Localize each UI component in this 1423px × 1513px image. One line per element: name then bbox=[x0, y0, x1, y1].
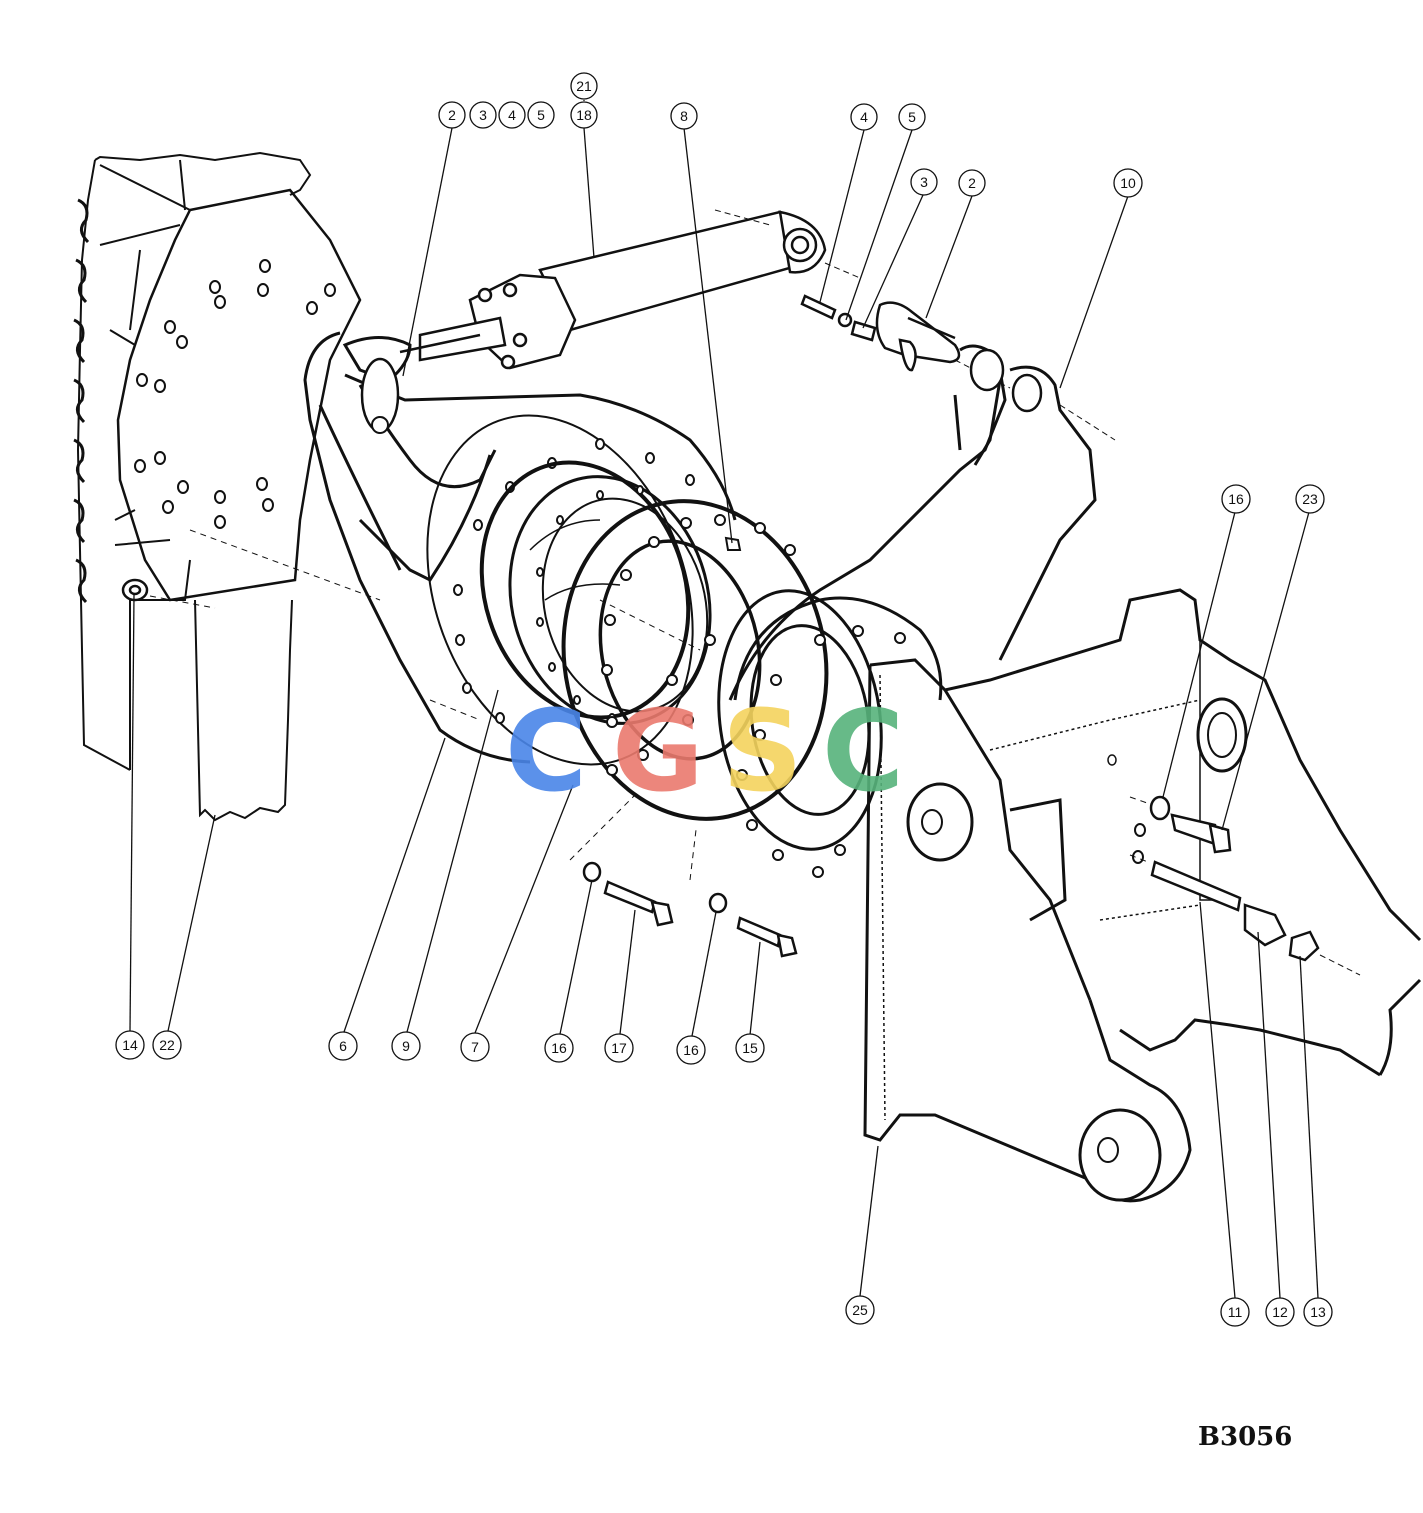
slew-ring-7 bbox=[508, 475, 712, 725]
callout-16-b: 16 bbox=[676, 1035, 706, 1065]
watermark-letter-s: S bbox=[722, 687, 803, 817]
svg-text:16: 16 bbox=[1228, 491, 1244, 507]
main-frame-25 bbox=[863, 588, 1422, 1203]
seal-ring-9 bbox=[479, 460, 691, 720]
callout-13: 13 bbox=[1303, 1297, 1333, 1327]
svg-text:22: 22 bbox=[159, 1037, 175, 1053]
hidden-dash-lines bbox=[149, 529, 1151, 881]
drawing-code: B3056 bbox=[1198, 1422, 1292, 1452]
bolt-14 bbox=[121, 578, 149, 602]
callouts: 21 18 2 3 4 5 8 4 5 3 2 10 16 23 14 22 6… bbox=[115, 72, 1333, 1327]
mounting-plate-holes bbox=[134, 259, 336, 529]
grease-nipple-8 bbox=[724, 536, 742, 551]
callout-4-right: 4 bbox=[850, 103, 878, 131]
svg-text:2: 2 bbox=[448, 107, 456, 123]
machine-body-22 bbox=[73, 151, 362, 822]
cgsc-watermark: C G S C bbox=[505, 687, 904, 817]
boom-arm-10 bbox=[717, 344, 1097, 851]
flange-8-holes bbox=[601, 514, 796, 776]
svg-text:10: 10 bbox=[1120, 175, 1136, 191]
svg-text:5: 5 bbox=[537, 107, 545, 123]
callout-12: 12 bbox=[1265, 1297, 1295, 1327]
svg-text:7: 7 bbox=[471, 1039, 479, 1055]
callout-5-right: 5 bbox=[898, 103, 926, 131]
slew-bracket-6 bbox=[303, 331, 737, 766]
svg-text:16: 16 bbox=[551, 1040, 567, 1056]
svg-text:23: 23 bbox=[1302, 491, 1318, 507]
callout-4: 4 bbox=[498, 101, 526, 129]
svg-text:9: 9 bbox=[402, 1038, 410, 1054]
stud-11-spacer-12-nut-13 bbox=[1150, 860, 1320, 962]
svg-text:12: 12 bbox=[1272, 1304, 1288, 1320]
svg-text:4: 4 bbox=[508, 107, 516, 123]
bolt-15-washer-16 bbox=[708, 892, 798, 958]
bolt-17-washer-16 bbox=[582, 861, 674, 927]
svg-text:3: 3 bbox=[920, 174, 928, 190]
bolt-23-and-washer-16 bbox=[1149, 795, 1232, 854]
svg-text:21: 21 bbox=[576, 78, 592, 94]
callout-8: 8 bbox=[670, 102, 698, 130]
watermark-letter-g: G bbox=[612, 687, 704, 817]
callout-25: 25 bbox=[845, 1295, 875, 1325]
watermark-letter-c2: C bbox=[822, 687, 904, 817]
leader-lines bbox=[129, 100, 1319, 1299]
callout-3-right: 3 bbox=[910, 168, 938, 196]
callout-23: 23 bbox=[1295, 484, 1325, 514]
callout-2-right: 2 bbox=[958, 169, 986, 197]
pin-2-and-fasteners bbox=[800, 294, 961, 372]
svg-text:13: 13 bbox=[1310, 1304, 1326, 1320]
callout-9: 9 bbox=[391, 1031, 421, 1061]
svg-text:17: 17 bbox=[611, 1040, 627, 1056]
svg-text:6: 6 bbox=[339, 1038, 347, 1054]
callout-3: 3 bbox=[469, 101, 497, 129]
callout-11: 11 bbox=[1220, 1297, 1250, 1327]
callout-18: 18 bbox=[570, 101, 598, 129]
callout-6: 6 bbox=[328, 1031, 358, 1061]
callout-5: 5 bbox=[527, 101, 555, 129]
svg-text:2: 2 bbox=[968, 175, 976, 191]
callout-14: 14 bbox=[115, 1030, 145, 1060]
svg-text:18: 18 bbox=[576, 107, 592, 123]
boom-flange-holes bbox=[736, 625, 906, 878]
svg-text:3: 3 bbox=[479, 107, 487, 123]
svg-text:25: 25 bbox=[852, 1302, 868, 1318]
callout-17: 17 bbox=[604, 1033, 634, 1063]
watermark-letter-c: C bbox=[505, 687, 587, 817]
callout-2: 2 bbox=[438, 101, 466, 129]
svg-text:14: 14 bbox=[122, 1037, 138, 1053]
hydraulic-cylinder-18 bbox=[399, 210, 827, 370]
callout-22: 22 bbox=[152, 1030, 182, 1060]
callout-7: 7 bbox=[460, 1032, 490, 1062]
svg-text:8: 8 bbox=[680, 108, 688, 124]
svg-text:11: 11 bbox=[1228, 1304, 1243, 1320]
callout-15: 15 bbox=[735, 1033, 765, 1063]
svg-text:5: 5 bbox=[908, 109, 916, 125]
svg-text:15: 15 bbox=[742, 1040, 758, 1056]
callout-16-a: 16 bbox=[544, 1033, 574, 1063]
callout-21: 21 bbox=[570, 72, 598, 100]
callout-16-right: 16 bbox=[1221, 484, 1251, 514]
svg-text:4: 4 bbox=[860, 109, 868, 125]
svg-text:16: 16 bbox=[683, 1042, 699, 1058]
callout-10: 10 bbox=[1113, 168, 1143, 198]
